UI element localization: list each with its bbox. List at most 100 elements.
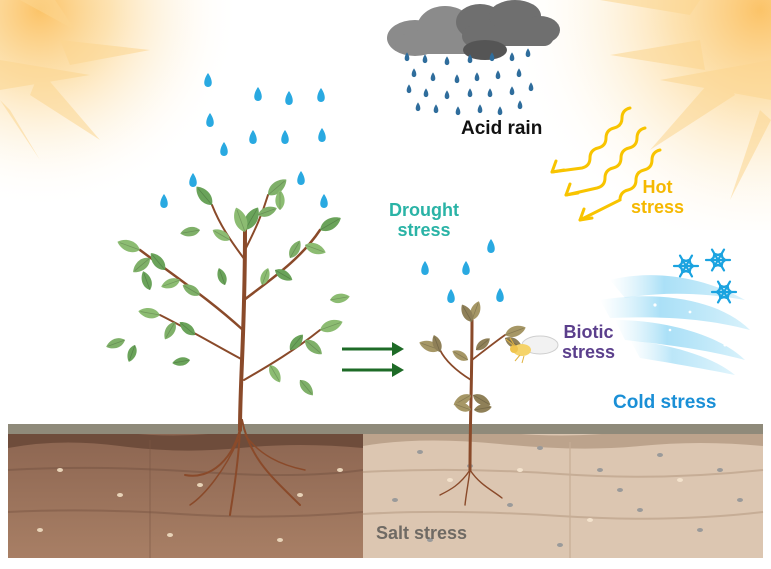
healthy-leaf (117, 239, 141, 253)
rain-drops (160, 48, 534, 303)
hot-stress-label-line-1: Hot (642, 177, 673, 197)
soil-pebble (57, 468, 63, 472)
stressed-leaf (504, 325, 526, 338)
soil-pebble (392, 498, 398, 502)
rain-drop-icon (509, 52, 515, 62)
soil-pebble (417, 450, 423, 454)
healthy-plant (106, 179, 350, 516)
rain-drop-icon (474, 72, 480, 82)
healthy-leaf (133, 257, 151, 273)
healthy-leaf (164, 321, 176, 340)
rain-drop-icon (411, 68, 417, 78)
soil-pebble (447, 478, 453, 482)
rain-drop-icon (415, 102, 421, 112)
rain-drop-icon (509, 86, 515, 96)
sun-left-icon (0, 0, 260, 210)
healthy-leaf (138, 308, 161, 319)
stressed-leaf (454, 402, 472, 412)
soil-pebble (557, 543, 563, 547)
stressed-plant (419, 301, 526, 506)
healthy-leaf (217, 268, 227, 286)
healthy-leaf (257, 206, 277, 217)
heat-wave-arrow-icon (550, 106, 662, 222)
healthy-leaf (289, 334, 303, 351)
soil-pebbles (37, 446, 743, 547)
soil-pebble (167, 533, 173, 537)
rain-drop-icon (454, 74, 460, 84)
soil-pebble (697, 528, 703, 532)
stressed-leaf (452, 350, 469, 361)
soil-pebble (37, 528, 43, 532)
drought-stress-label: Drought stress (389, 200, 459, 240)
rain-drop-icon (421, 261, 429, 275)
healthy-leaf (304, 242, 326, 255)
rain-drop-icon (254, 87, 262, 101)
rain-drop-icon (516, 68, 522, 78)
rain-drop-icon (317, 88, 325, 102)
rain-drop-icon (249, 130, 257, 144)
rain-drop-icon (447, 289, 455, 303)
soil-pebble (617, 488, 623, 492)
rain-drop-icon (487, 88, 493, 98)
rain-drop-icon (467, 88, 473, 98)
rain-drop-icon (517, 100, 523, 110)
soil-pebble (277, 538, 283, 542)
rain-drop-icon (318, 128, 326, 142)
hot-stress-label-line-2: stress (631, 197, 685, 218)
rain-drop-icon (406, 84, 412, 94)
healthy-leaf (289, 240, 301, 259)
rain-drop-icon (467, 54, 473, 64)
biotic-stress-label-line-1: Biotic (563, 322, 614, 342)
rain-drop-icon (204, 73, 212, 87)
soil-pebble (297, 493, 303, 497)
snowflake-icon (704, 248, 732, 272)
healthy-leaf (196, 186, 213, 206)
soil-pebble (587, 518, 593, 522)
drought-stress-label-line-1: Drought (389, 200, 459, 220)
healthy-leaf (182, 284, 201, 296)
rain-drop-icon (487, 239, 495, 253)
drought-stress-label-line-2: stress (397, 220, 451, 241)
rain-drop-icon (528, 82, 534, 92)
healthy-leaf (275, 190, 285, 210)
rain-drop-icon (422, 54, 428, 64)
salt-stress-label: Salt stress (376, 523, 468, 543)
soil-pebble (337, 468, 343, 472)
rain-drop-icon (297, 171, 305, 185)
healthy-leaf (269, 364, 281, 383)
healthy-leaf (267, 179, 287, 196)
rain-drop-icon (320, 194, 328, 208)
soil-pebble (517, 468, 523, 472)
soil-pebble (597, 468, 603, 472)
healthy-leaf (319, 217, 341, 232)
rain-drop-icon (497, 106, 503, 116)
storm-cloud-icon (387, 0, 560, 60)
soil-pebble (677, 478, 683, 482)
cold-stress-label: Cold stress (613, 392, 717, 413)
transition-arrows (342, 342, 404, 377)
hot-stress-label: Hot stress (631, 177, 684, 217)
soil-pebble (717, 468, 723, 472)
snowflake-group (672, 248, 738, 304)
rain-drop-icon (477, 104, 483, 114)
soil-pebble (117, 493, 123, 497)
soil-pebble (537, 446, 543, 450)
healthy-leaf (234, 207, 248, 233)
rain-drop-icon (160, 194, 168, 208)
rain-drop-icon (525, 48, 531, 58)
rain-drop-icon (404, 52, 410, 62)
rain-drop-icon (489, 52, 495, 62)
healthy-leaf (319, 319, 343, 333)
soil-pebble (637, 508, 643, 512)
rain-drop-icon (220, 142, 228, 156)
healthy-leaf (212, 229, 231, 241)
soil-healthy (7, 425, 364, 558)
healthy-leaf (172, 357, 191, 366)
rain-drop-icon (281, 130, 289, 144)
rain-drop-icon (189, 173, 197, 187)
rain-drop-icon (496, 288, 504, 302)
soil-pebble (737, 498, 743, 502)
stressed-leaf (475, 338, 490, 351)
rain-drop-icon (206, 113, 214, 127)
